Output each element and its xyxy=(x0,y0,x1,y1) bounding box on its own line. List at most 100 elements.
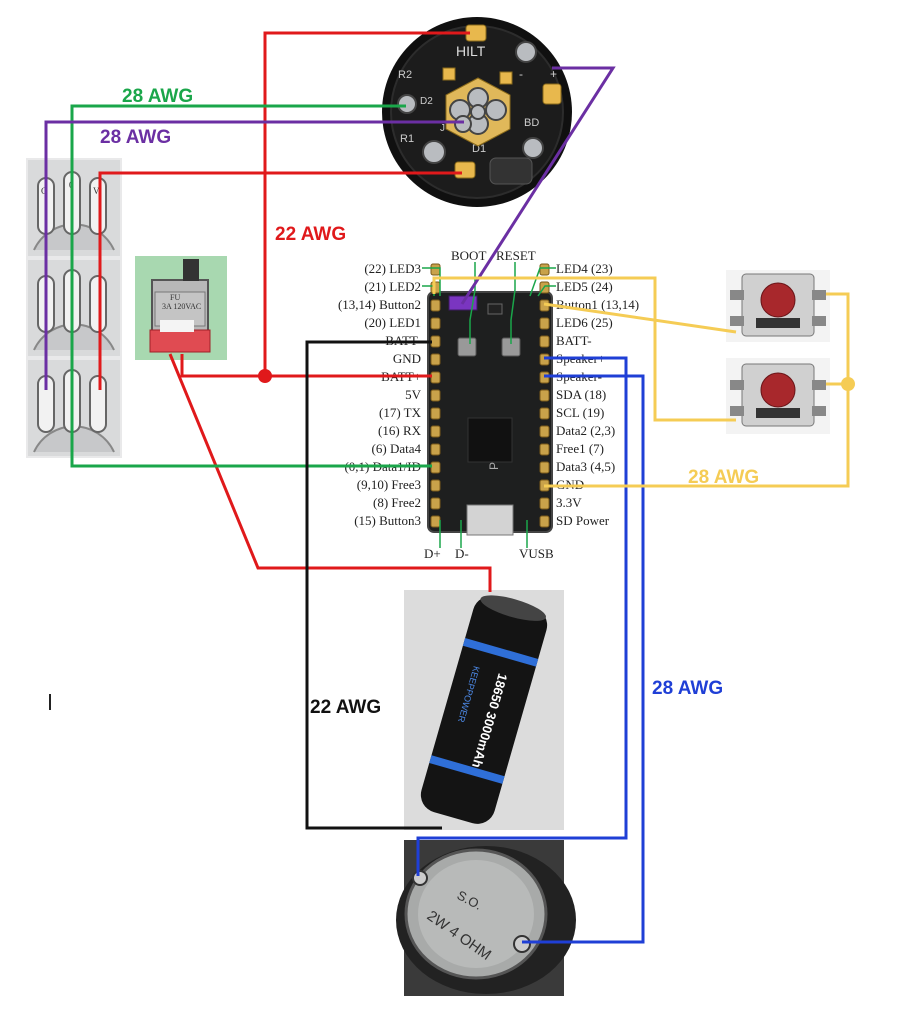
switch-label: FU 3A 120VAC xyxy=(162,293,201,311)
tactile-button-1 xyxy=(726,270,830,342)
left-pin-labels: (22) LED3 (21) LED2 (13,14) Button2 (20) LE… xyxy=(338,261,422,528)
left-pin-label: (6) Data4 xyxy=(372,441,422,456)
pcb-pad xyxy=(539,425,550,438)
hilt-mark-bd: BD xyxy=(524,117,539,129)
hilt-mark-j: J xyxy=(440,123,445,134)
yellow-junction xyxy=(841,377,855,391)
wire-blue-speaker-minus xyxy=(522,374,645,944)
connector-2 xyxy=(28,260,120,356)
hilt-mark-d1: D1 xyxy=(472,143,486,155)
slide-switch: FU 3A 120VAC xyxy=(135,256,227,360)
pcb-pad xyxy=(430,335,441,348)
dplus-label: D+ xyxy=(424,546,441,561)
right-pin-label: SD Power xyxy=(556,513,610,528)
battery-18650: KEEPPOWER 18650 3000mAh xyxy=(404,590,564,830)
pcb-pad xyxy=(430,443,441,456)
proffieboard: PB V3 xyxy=(427,263,553,536)
left-pin-label: 5V xyxy=(405,387,422,402)
wire-yellow-button1 xyxy=(543,302,737,334)
right-pin-label: SDA (18) xyxy=(556,387,606,402)
right-pin-label: LED4 (23) xyxy=(556,261,613,276)
text-cursor xyxy=(49,694,51,710)
pcb-pad xyxy=(430,371,441,384)
left-pin-label: (22) LED3 xyxy=(364,261,421,276)
pcb-pad xyxy=(430,353,441,366)
pcb-pins-right xyxy=(539,263,550,528)
pcb-pad xyxy=(430,407,441,420)
label-green-awg: 28 AWG xyxy=(122,86,193,107)
wires xyxy=(44,31,855,944)
pcb-pad xyxy=(539,389,550,402)
left-pin-label: (9,10) Free3 xyxy=(357,477,421,492)
pcb-pad xyxy=(539,317,550,330)
left-pin-label: (15) Button3 xyxy=(354,513,421,528)
pcb-pad xyxy=(430,497,441,510)
right-pin-label: LED6 (25) xyxy=(556,315,613,330)
pcb-pad xyxy=(430,389,441,402)
label-leaders xyxy=(422,262,556,548)
label-black-awg: 22 AWG xyxy=(310,697,381,718)
pcb-pad xyxy=(539,443,550,456)
wire-blue-speaker-plus xyxy=(416,356,628,876)
right-pin-label: LED5 (24) xyxy=(556,279,613,294)
left-pin-label: (13,14) Button2 xyxy=(338,297,421,312)
left-pin-label: GND xyxy=(393,351,421,366)
right-pin-label: SCL (19) xyxy=(556,405,604,420)
hilt-mark-d2: D2 xyxy=(420,96,433,107)
pot-letter-v: V xyxy=(93,186,100,196)
reset-label: RESET xyxy=(496,248,536,263)
boot-label: BOOT xyxy=(451,248,486,263)
wire-yellow-3v3 xyxy=(432,276,736,422)
left-pin-label: (21) LED2 xyxy=(364,279,421,294)
wire-red-batt-plus xyxy=(180,354,432,378)
right-pin-labels: LED4 (23)LED5 (24)Button1 (13,14)LED6 (2… xyxy=(556,261,639,528)
pcb-pad xyxy=(430,263,441,276)
wire-purple-led xyxy=(460,66,616,305)
wire-green-data xyxy=(70,104,432,468)
left-pin-label: (8) Free2 xyxy=(373,495,421,510)
label-yellow-awg: 28 AWG xyxy=(688,467,759,488)
hilt-mark-plus: + xyxy=(550,67,557,81)
left-pin-label: (20) LED1 xyxy=(364,315,421,330)
wire-red-battery xyxy=(168,353,492,592)
pcb-pad xyxy=(539,461,550,474)
left-pin-label: (16) RX xyxy=(378,423,422,438)
right-pin-label: BATT- xyxy=(556,333,592,348)
pcb-pad xyxy=(430,515,441,528)
right-pin-label: Free1 (7) xyxy=(556,441,604,456)
vusb-label: VUSB xyxy=(519,546,554,561)
pcb-pins-left xyxy=(430,263,441,528)
red-junction xyxy=(258,369,272,383)
left-pin-label: (17) TX xyxy=(379,405,422,420)
label-purple-awg: 28 AWG xyxy=(100,127,171,148)
pcb-pad xyxy=(539,263,550,276)
hilt-mark-minus: - xyxy=(519,67,523,81)
hilt-mark-r1: R1 xyxy=(400,133,414,145)
pcb-pad xyxy=(430,317,441,330)
pcb-pad xyxy=(430,299,441,312)
connector-stack: G 0 V xyxy=(26,158,122,458)
wire-red-hilt-plus xyxy=(263,31,470,376)
hilt-label: HILT xyxy=(456,43,486,59)
label-blue-awg: 28 AWG xyxy=(652,678,723,699)
right-pin-label: Data2 (2,3) xyxy=(556,423,615,438)
hilt-mark-r2: R2 xyxy=(398,69,412,81)
right-pin-label: 3.3V xyxy=(556,495,582,510)
pcb-pad xyxy=(539,335,550,348)
pcb-pad xyxy=(539,407,550,420)
wire-purple-pot xyxy=(44,120,464,390)
tactile-button-2 xyxy=(726,358,830,434)
pcb-pad xyxy=(430,425,441,438)
pcb-pad xyxy=(539,515,550,528)
connector-3 xyxy=(28,360,120,456)
wire-red-pot xyxy=(98,171,462,390)
pcb-pad xyxy=(539,497,550,510)
pcb-pad xyxy=(430,479,441,492)
label-red-awg: 22 AWG xyxy=(275,224,346,245)
wire-black-batt-minus xyxy=(305,340,442,830)
speaker: S.O. 2W 4 OHM xyxy=(396,840,576,996)
dminus-label: D- xyxy=(455,546,469,561)
right-pin-label: Data3 (4,5) xyxy=(556,459,615,474)
pcb-pad xyxy=(430,461,441,474)
